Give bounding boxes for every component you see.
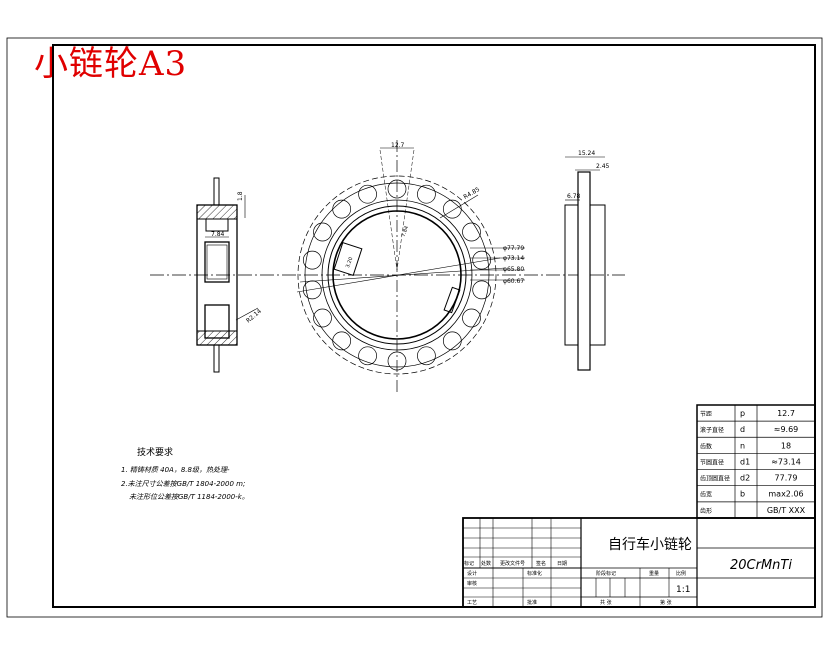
title-block: 自行车小链轮 20CrMnTi 1:1 标记 处数 更改文件号 签名 日期 设计… xyxy=(462,517,816,608)
tooth-pocket xyxy=(417,184,436,204)
dim-diameter-c: φ65.80 xyxy=(503,266,524,273)
outer-frame xyxy=(6,37,823,618)
tooth-pocket xyxy=(302,280,322,300)
label-approve: 批准 xyxy=(527,599,537,606)
technical-requirements: 技术要求 1. 精铸材质 40A，8.8级，热处理- 2.未注尺寸公差按GB/T… xyxy=(121,446,249,501)
label-design: 设计 xyxy=(467,570,477,577)
parameter-table: 节距 p 12.7 滚子直径 d ≈9.69 齿数 n 18 节圆直径 d1 ≈73.14 齿顶圆直径 d… xyxy=(696,404,816,519)
dim-right-total: 15.24 xyxy=(578,150,595,157)
drawing-title: 小链轮A3 xyxy=(34,44,188,84)
scale: 1:1 xyxy=(676,585,690,595)
tech-heading: 技术要求 xyxy=(137,446,173,458)
tooth-pocket xyxy=(442,331,462,351)
dim-right-offset: 6.78 xyxy=(567,193,581,200)
tooth-pocket xyxy=(332,199,352,219)
tooth-pocket xyxy=(387,351,407,371)
tech-line-2: 2.未注尺寸公差按GB/T 1804-2000 m; xyxy=(121,480,245,488)
dim-inner-b: 3.20 xyxy=(345,256,354,269)
tech-line-1: 1. 精铸材质 40A，8.8级，热处理- xyxy=(121,466,230,474)
label-process: 工艺 xyxy=(467,600,477,606)
param-name: 齿形 xyxy=(700,507,712,515)
tooth-pocket xyxy=(462,308,481,328)
material: 20CrMnTi xyxy=(730,558,792,573)
param-symbol: b xyxy=(740,490,745,499)
part-name: 自行车小链轮 xyxy=(608,536,692,553)
label-doc: 更改文件号 xyxy=(500,560,525,567)
label-date: 日期 xyxy=(557,561,567,567)
tech-line-3: 未注形位公差按GB/T 1184-2000-k。 xyxy=(129,493,249,501)
param-value: ≈73.14 xyxy=(771,457,801,466)
dim-diameter-d: φ60.67 xyxy=(503,278,524,285)
tooth-pocket xyxy=(313,308,332,328)
tooth-pocket xyxy=(332,331,352,351)
label-check: 审核 xyxy=(467,580,477,587)
param-value: 77.79 xyxy=(775,474,798,483)
right-side-view: 15.24 2.45 6.78 xyxy=(564,150,610,371)
label-weight: 重量 xyxy=(649,570,659,577)
label-mark: 标记 xyxy=(464,560,474,567)
dim-left-width: 7.84 xyxy=(211,231,225,238)
sprocket-front-view: 12.7 R4.85 φ77.79 φ73.14 φ65.80 φ60.67 7… xyxy=(296,140,525,395)
tooth-pocket xyxy=(387,179,407,199)
label-sheet: 第 张 xyxy=(660,599,672,606)
inner-frame xyxy=(52,44,816,608)
dim-diameter-a: φ77.79 xyxy=(503,245,524,252)
param-name: 齿顶圆直径 xyxy=(700,475,730,483)
tooth-pocket xyxy=(462,222,481,242)
tooth-pocket xyxy=(472,280,492,300)
param-symbol: n xyxy=(740,441,745,450)
tooth-pocket xyxy=(442,199,462,219)
param-symbol: p xyxy=(740,409,745,418)
dim-diameter-b: φ73.14 xyxy=(503,255,524,262)
param-value: GB/T XXX xyxy=(767,506,806,515)
tooth-pocket xyxy=(313,222,332,242)
tooth-pocket xyxy=(472,250,492,270)
param-value: 12.7 xyxy=(777,409,795,418)
tooth-pocket xyxy=(358,184,377,204)
param-name: 齿宽 xyxy=(700,491,712,499)
dim-pitch: 12.7 xyxy=(391,142,405,149)
param-value: max2.06 xyxy=(768,490,803,499)
param-name: 节圆直径 xyxy=(700,458,724,466)
dim-right-plate: 2.45 xyxy=(596,163,610,170)
left-section-view: 1.8 7.84 R2.14 xyxy=(196,177,263,373)
tooth-pocket xyxy=(417,346,436,366)
tooth-pocket xyxy=(358,346,377,366)
param-name: 滚子直径 xyxy=(700,426,724,434)
label-sign: 签名 xyxy=(536,560,546,567)
param-name: 齿数 xyxy=(700,442,712,450)
dim-left-top: 1.8 xyxy=(237,191,244,201)
dim-inner-a: 7.84 xyxy=(401,225,410,238)
label-count: 处数 xyxy=(481,560,491,567)
label-stage: 阶段标记 xyxy=(596,570,616,577)
param-symbol: d2 xyxy=(740,474,750,483)
label-ratio: 比例 xyxy=(676,570,686,577)
label-standard: 标准化 xyxy=(527,570,542,577)
param-value: 18 xyxy=(781,441,791,450)
tooth-pocket xyxy=(302,250,322,270)
label-total: 共 张 xyxy=(600,599,612,606)
param-name: 节距 xyxy=(700,410,712,418)
param-symbol: d1 xyxy=(740,457,750,466)
param-value: ≈9.69 xyxy=(774,425,799,434)
param-symbol: d xyxy=(740,425,745,434)
